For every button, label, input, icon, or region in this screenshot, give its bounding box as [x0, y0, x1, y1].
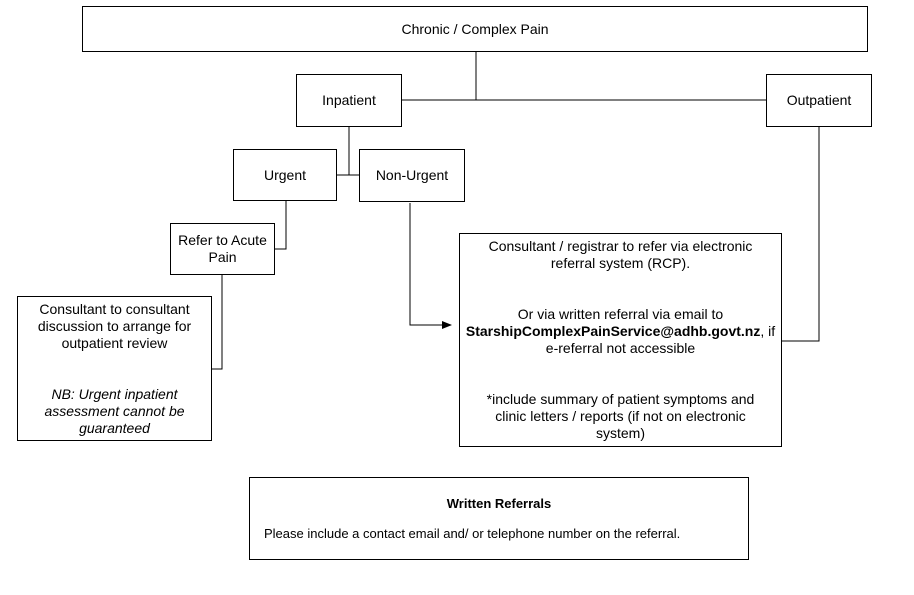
node-label-line: Consultant / registrar to refer via elec…	[488, 238, 753, 254]
node-non-urgent: Non-Urgent	[359, 149, 465, 202]
node-label-line: *include summary of patient symptoms and	[486, 391, 755, 407]
connector-outpatient-ereferral	[781, 127, 820, 342]
written-referrals-title: Written Referrals	[446, 496, 552, 511]
email-suffix: , if	[760, 323, 776, 339]
nb-note-line: NB: Urgent inpatient	[51, 385, 178, 402]
referral-email: StarshipComplexPainService@adhb.govt.nz	[465, 323, 761, 339]
connector-urgent-refer	[274, 201, 287, 250]
connector-nonurgent-ereferral	[409, 203, 452, 329]
node-label-line: outpatient review	[61, 334, 168, 351]
node-refer-acute-pain: Refer to Acute Pain	[170, 223, 275, 275]
email-line: StarshipComplexPainService@adhb.govt.nz,…	[466, 323, 775, 340]
connector-refer-c2c	[211, 275, 223, 370]
node-consultant-discussion: Consultant to consultant discussion to a…	[17, 296, 212, 441]
node-label: Outpatient	[786, 92, 852, 108]
node-label-line: discussion to arrange for	[37, 317, 192, 334]
nb-note-line: guaranteed	[79, 419, 150, 436]
node-electronic-referral: Consultant / registrar to refer via elec…	[459, 233, 782, 447]
node-label-line: e-referral not accessible	[545, 340, 696, 356]
written-referrals-body: Please include a contact email and/ or t…	[264, 526, 681, 541]
node-label-line: Or via written referral via email to	[517, 306, 724, 322]
node-label-line: clinic letters / reports (if not on elec…	[495, 408, 746, 424]
node-label-line: Refer to Acute	[178, 232, 267, 248]
node-outpatient: Outpatient	[766, 74, 872, 127]
node-label: Inpatient	[322, 92, 376, 108]
node-label-line: Pain	[208, 249, 237, 265]
node-inpatient: Inpatient	[296, 74, 402, 127]
node-urgent: Urgent	[233, 149, 337, 201]
node-label: Non-Urgent	[375, 167, 449, 183]
node-label: Urgent	[263, 166, 307, 183]
node-label-line: Consultant to consultant	[39, 300, 190, 317]
node-label-line: referral system (RCP).	[550, 255, 691, 271]
nb-note-line: assessment cannot be	[44, 402, 185, 419]
node-label-line: system)	[596, 425, 645, 441]
node-label: Chronic / Complex Pain	[401, 20, 549, 37]
node-chronic-complex-pain: Chronic / Complex Pain	[82, 6, 868, 52]
written-referrals-note: Written Referrals Please include a conta…	[249, 477, 749, 560]
